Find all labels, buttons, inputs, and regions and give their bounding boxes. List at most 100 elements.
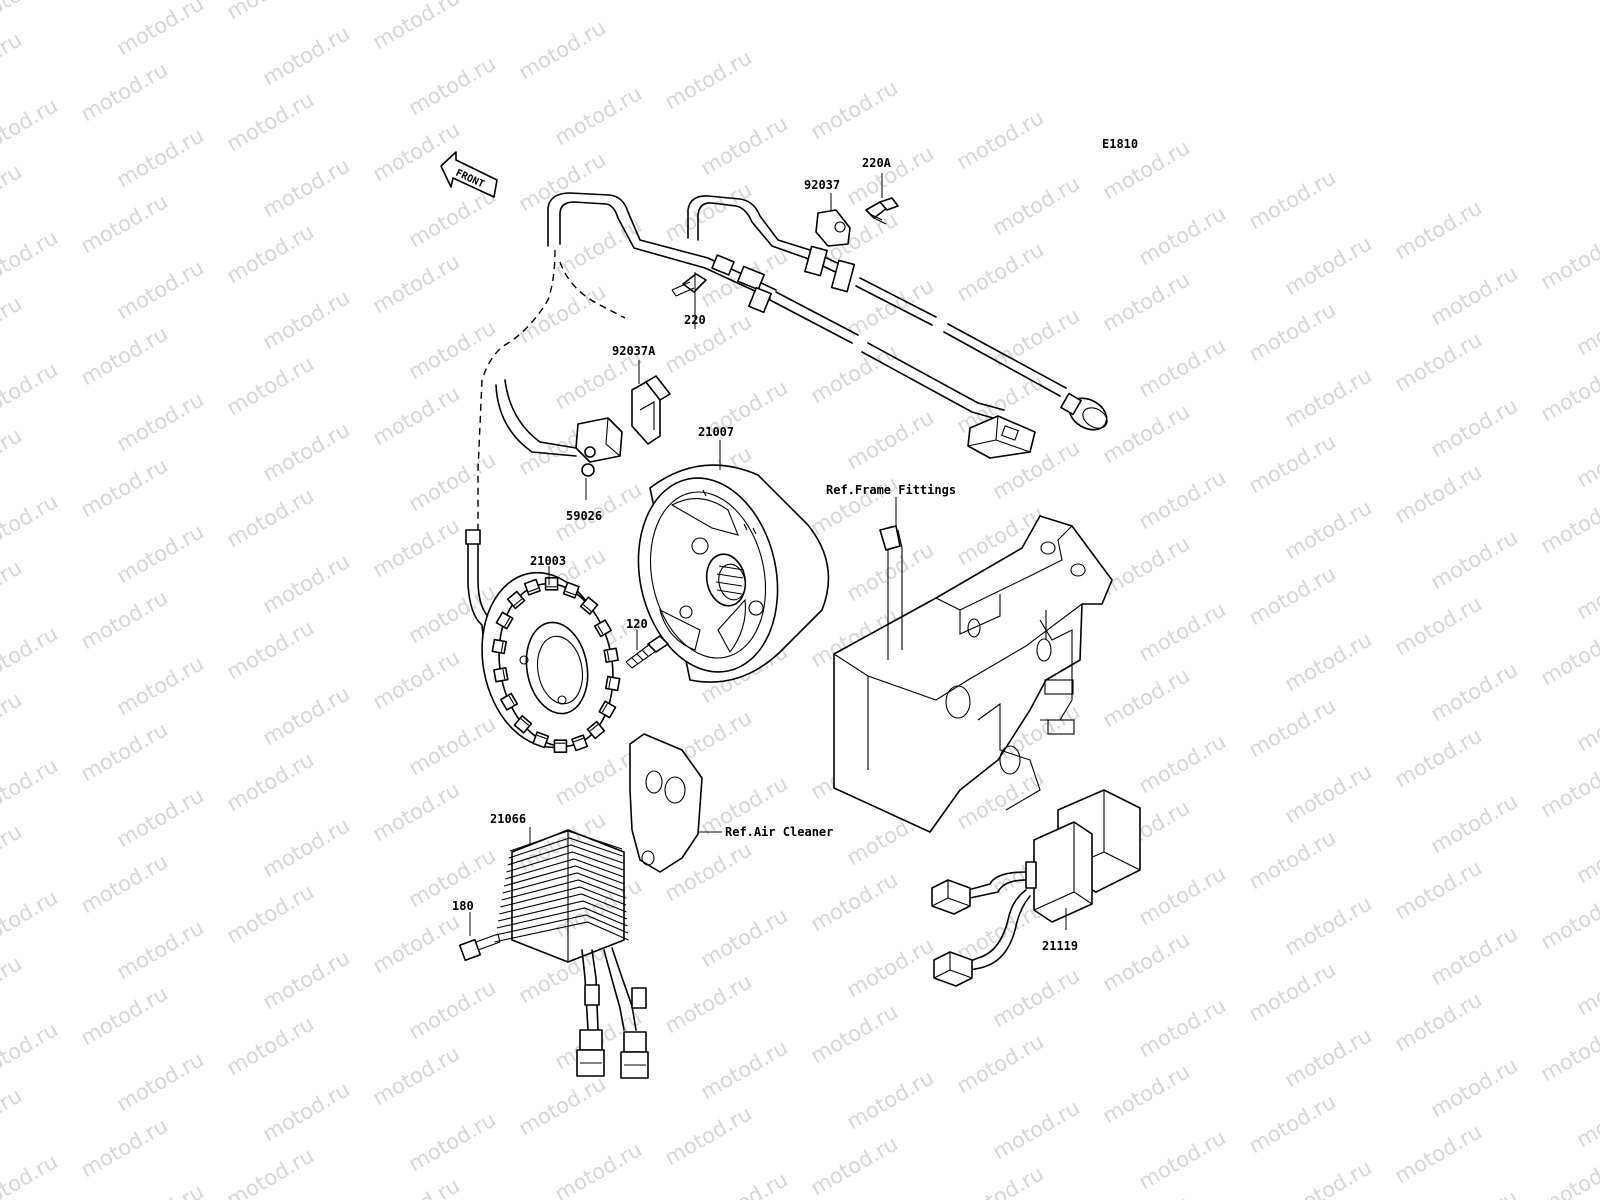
stator-tooth-line — [500, 642, 504, 653]
frame-fittings — [833, 515, 1113, 833]
watermark-text: motod.ru — [661, 969, 756, 1038]
watermark-text: motod.ru — [953, 1029, 1048, 1098]
watermark-text: motod.ru — [1391, 723, 1486, 792]
label-220: 220 — [684, 313, 706, 327]
watermark-text: motod.ru — [113, 387, 208, 456]
watermark-text: motod.ru — [223, 219, 318, 288]
stator-tooth — [586, 720, 606, 740]
watermark-text: motod.ru — [1135, 465, 1230, 534]
watermark-text: motod.ru — [1573, 687, 1600, 756]
watermark-text: motod.ru — [1135, 201, 1230, 270]
watermark-text: motod.ru — [0, 489, 62, 558]
watermark-text: motod.ru — [369, 249, 464, 318]
watermark-text: motod.ru — [807, 1131, 902, 1200]
watermark-text: motod.ru — [1099, 1059, 1194, 1128]
watermark-text: motod.ru — [0, 1017, 62, 1086]
watermark-text: motod.ru — [0, 885, 62, 954]
watermark-text: motod.ru — [113, 783, 208, 852]
watermark-text: motod.ru — [1391, 195, 1486, 264]
watermark-text: motod.ru — [77, 981, 172, 1050]
watermark-text: motod.ru — [0, 423, 26, 492]
watermark-text: motod.ru — [77, 849, 172, 918]
watermark-text: motod.ru — [1281, 1155, 1376, 1200]
stator-tooth — [603, 647, 619, 664]
watermark-text: motod.ru — [259, 417, 354, 486]
watermark-text: motod.ru — [77, 453, 172, 522]
watermark-text: motod.ru — [0, 159, 26, 228]
regulator-connector-left-icon — [576, 1029, 605, 1077]
watermark-text: motod.ru — [1537, 489, 1600, 558]
stator-tooth — [523, 578, 541, 596]
front-arrow-icon: FRONT — [440, 151, 498, 198]
watermark-text: motod.ru — [1391, 459, 1486, 528]
stator-tooth — [506, 590, 526, 610]
stator-tooth — [500, 692, 519, 711]
watermark-text: motod.ru — [515, 1071, 610, 1140]
watermark-text: motod.ru — [259, 549, 354, 618]
watermark-text: motod.ru — [369, 1173, 464, 1200]
watermark-text: motod.ru — [1427, 393, 1522, 462]
watermark-text: motod.ru — [77, 321, 172, 390]
watermark-text: motod.ru — [1135, 597, 1230, 666]
wiring-harness — [477, 192, 1108, 540]
watermark-text: motod.ru — [259, 285, 354, 354]
watermark-text: motod.ru — [1537, 1017, 1600, 1086]
regulator-connector-right-icon — [620, 1031, 649, 1079]
watermark-text: motod.ru — [1245, 297, 1340, 366]
watermark-text: motod.ru — [0, 1083, 26, 1152]
watermark-text: motod.ru — [405, 711, 500, 780]
stator-tooth-line — [582, 604, 592, 612]
regulator-fin — [499, 893, 627, 915]
watermark-text: motod.ru — [1281, 231, 1376, 300]
flywheel-21007 — [637, 464, 830, 683]
watermark-text: motod.ru — [113, 651, 208, 720]
watermark-text: motod.ru — [1099, 267, 1194, 336]
stator-tooth — [571, 734, 589, 752]
watermark-text: motod.ru — [843, 1065, 938, 1134]
watermark-text: motod.ru — [405, 51, 500, 120]
watermark-text: motod.ru — [1391, 987, 1486, 1056]
watermark-text: motod.ru — [1135, 1125, 1230, 1194]
watermark-text: motod.ru — [1573, 951, 1600, 1020]
regulator-fin — [500, 886, 627, 908]
watermark-text: motod.ru — [1281, 1023, 1376, 1092]
bolt-120-icon — [625, 635, 669, 669]
watermark-text: motod.ru — [223, 483, 318, 552]
watermark-text: motod.ru — [807, 339, 902, 408]
clamp-92037A — [631, 375, 671, 445]
watermark-text: motod.ru — [661, 1101, 756, 1170]
watermark-text: motod.ru — [1427, 921, 1522, 990]
stator-tooth-line — [528, 587, 539, 593]
watermark-text: motod.ru — [0, 621, 62, 690]
watermark-text: motod.ru — [1427, 261, 1522, 330]
watermark-text: motod.ru — [989, 303, 1084, 372]
stator-tooth-line — [508, 695, 515, 705]
watermark-text: motod.ru — [369, 1041, 464, 1110]
watermark-text: motod.ru — [77, 585, 172, 654]
watermark-text: motod.ru — [1537, 885, 1600, 954]
label-ref-air-cleaner: Ref.Air Cleaner — [725, 825, 833, 839]
watermark-text: motod.ru — [1427, 789, 1522, 858]
label-21066: 21066 — [490, 812, 526, 826]
watermark-text: motod.ru — [369, 0, 464, 54]
relay-21119 — [931, 789, 1141, 987]
watermark-text: motod.ru — [1573, 555, 1600, 624]
part-labels: 220A 92037 220 92037A 21007 59026 21003 … — [452, 156, 1078, 953]
watermark-text: motod.ru — [0, 0, 62, 30]
clamp-59026 — [495, 379, 623, 477]
watermark-text: motod.ru — [1099, 663, 1194, 732]
watermark-text: motod.ru — [1245, 693, 1340, 762]
watermark-text: motod.ru — [113, 519, 208, 588]
watermark-text: motod.ru — [1537, 225, 1600, 294]
watermark-text: motod.ru — [369, 909, 464, 978]
watermark-text: motod.ru — [113, 123, 208, 192]
stator-tooth-line — [573, 737, 584, 743]
watermark-text: motod.ru — [843, 273, 938, 342]
watermark-text: motod.ru — [1281, 627, 1376, 696]
stator-tooth-line — [608, 677, 612, 688]
label-180: 180 — [452, 899, 474, 913]
regulator-fin — [496, 907, 628, 929]
stator-tooth — [495, 611, 514, 630]
watermark-text: motod.ru — [0, 225, 62, 294]
